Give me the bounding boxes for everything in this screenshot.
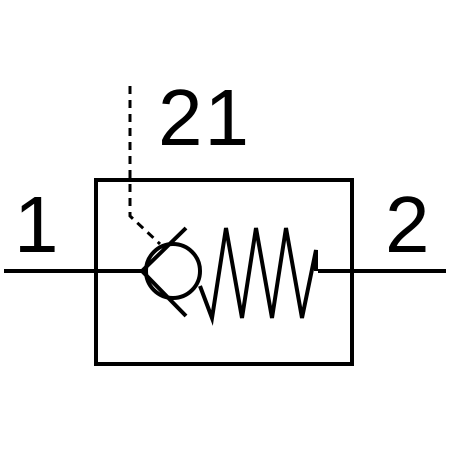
inlet-port-label: 1 [14, 180, 59, 269]
pilot-port-label: 21 [158, 73, 251, 162]
check-valve-ball [144, 242, 202, 300]
valve-body-box [94, 178, 354, 366]
outlet-port-label: 2 [385, 180, 430, 269]
check-valve-seat [139, 226, 188, 318]
spring-coil [198, 227, 318, 326]
pilot-line [128, 86, 162, 246]
